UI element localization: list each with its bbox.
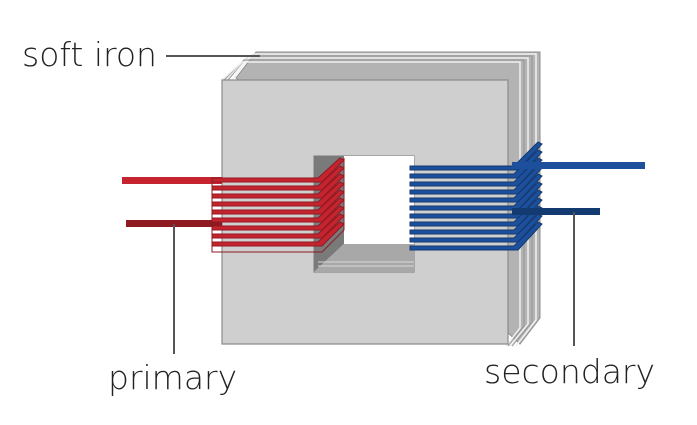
secondary-coil bbox=[409, 141, 645, 251]
secondary-label: secondary bbox=[484, 352, 655, 391]
leader-lines bbox=[166, 55, 575, 354]
soft-iron-label: soft iron bbox=[22, 35, 157, 74]
primary-coil bbox=[122, 157, 345, 253]
primary-label: primary bbox=[108, 358, 237, 397]
